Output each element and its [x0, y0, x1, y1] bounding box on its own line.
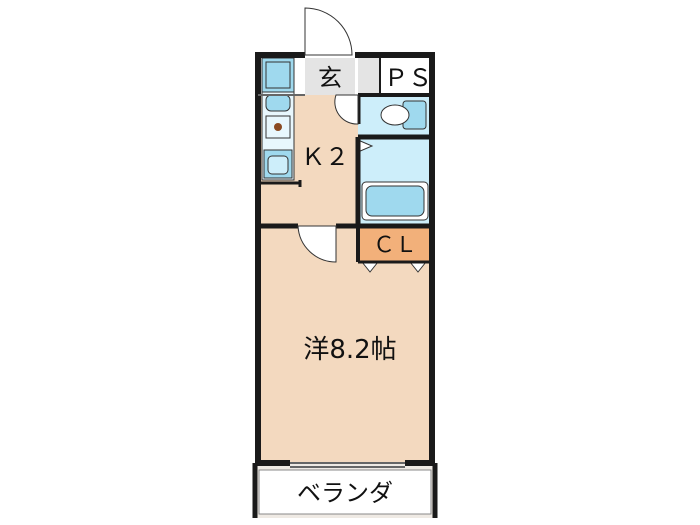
- western-room-label: 洋8.2帖: [303, 335, 396, 365]
- entrance-label: 玄: [318, 64, 342, 92]
- closet-label: ＣＬ: [373, 233, 417, 258]
- washer-icon: [263, 149, 293, 179]
- pipe-space-label: ＰＳ: [384, 64, 432, 92]
- stove-icon: [265, 115, 291, 139]
- kitchen-counter: [261, 57, 295, 181]
- entrance: 玄: [305, 58, 355, 95]
- balcony-label: ベランダ: [297, 479, 393, 507]
- refrigerator-icon: [265, 61, 291, 89]
- balcony: ベランダ: [252, 463, 438, 518]
- western-room: [258, 226, 432, 463]
- toilet-icon: [380, 100, 427, 130]
- bathroom: [357, 137, 432, 225]
- door-swing-icon: [297, 7, 359, 263]
- closet: ＣＬ: [358, 226, 432, 273]
- sink-icon: [265, 94, 291, 112]
- bathtub-icon: [361, 181, 429, 221]
- kitchen-label: Ｋ２: [301, 143, 349, 171]
- pipe-space: ＰＳ: [358, 58, 432, 95]
- toilet-room: [358, 95, 432, 137]
- walls: [255, 52, 435, 468]
